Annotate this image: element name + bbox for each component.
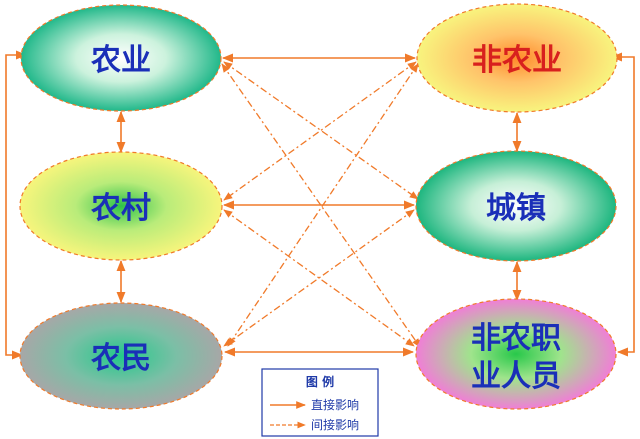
nonagri-farmers-indirect [227, 63, 419, 347]
node-agriculture-shape [20, 4, 222, 112]
node-town-label: 城镇 [486, 191, 546, 226]
node-countryside: 农村 [19, 151, 223, 261]
outer-connectors [5, 50, 635, 360]
node-town-shape [415, 150, 617, 262]
legend-title: 图 例 [306, 374, 334, 389]
node-farmers: 农民 [19, 302, 223, 410]
indirect-connectors [221, 61, 421, 348]
horizontal-connectors [221, 53, 417, 357]
node-non-agriculture-label: 非农业 [472, 43, 562, 78]
node-countryside-label: 农村 [90, 191, 151, 226]
node-countryside-shape [19, 151, 223, 261]
node-town: 城镇 [415, 150, 617, 262]
legend-indirect-label: 间接影响 [311, 417, 359, 432]
right-loop-arrow [610, 52, 635, 357]
node-non-agri-workers-label-line1: 非农职 [471, 321, 561, 356]
node-farmers-label: 农民 [90, 341, 151, 376]
vertical-connectors [116, 110, 522, 304]
node-agriculture-label: 农业 [90, 43, 151, 78]
node-non-agri-workers-label-line2: 业人员 [471, 359, 561, 394]
town-farmers-indirect [223, 209, 415, 347]
node-agriculture: 农业 [20, 4, 222, 112]
node-non-agriculture-shape [416, 3, 618, 113]
node-non-agri-workers-shape [415, 298, 617, 410]
left-loop-arrow [5, 50, 28, 360]
legend: 图 例 直接影响 间接影响 [261, 368, 379, 437]
legend-direct-label: 直接影响 [311, 397, 359, 412]
node-farmers-shape [19, 302, 223, 410]
node-non-agri-workers: 非农职 业人员 [415, 298, 617, 410]
node-non-agriculture: 非农业 [416, 3, 618, 113]
legend-box [261, 368, 379, 437]
